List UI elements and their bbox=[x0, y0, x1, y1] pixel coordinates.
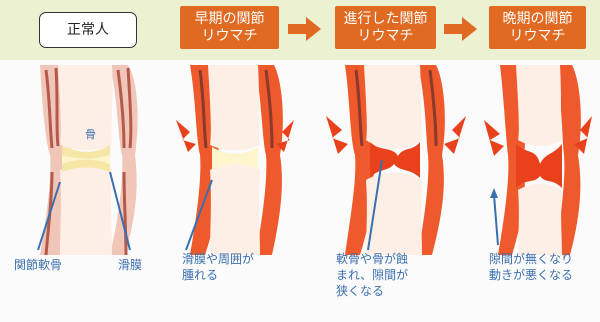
stage-early-line1: 早期の関節 bbox=[195, 11, 265, 28]
stage-late-line2: リウマチ bbox=[510, 28, 566, 45]
right-arrow-icon bbox=[288, 16, 322, 42]
stage-early-line2: リウマチ bbox=[202, 28, 258, 45]
cartilage-label: 関節軟骨 bbox=[14, 257, 62, 273]
lost-gap-label-line1: 隙間が無くなり bbox=[489, 251, 573, 267]
erosion-label-line1: 軟骨や骨が蝕 bbox=[336, 251, 408, 267]
stage-normal: 正常人 bbox=[39, 12, 137, 48]
swelling-label-line2: 腫れる bbox=[182, 267, 254, 283]
stage-late: 晩期の関節 リウマチ bbox=[489, 6, 586, 49]
stage-late-line1: 晩期の関節 bbox=[503, 11, 573, 28]
normal-joint bbox=[38, 65, 138, 255]
synovium-label: 滑膜 bbox=[118, 257, 142, 273]
stage-progressive: 進行した関節 リウマチ bbox=[335, 6, 436, 49]
stage-progressive-line1: 進行した関節 bbox=[344, 11, 428, 28]
early-ra-joint bbox=[176, 65, 294, 255]
right-arrow-icon bbox=[444, 16, 478, 42]
bone-label: 骨 bbox=[85, 126, 96, 142]
stage-normal-label: 正常人 bbox=[67, 22, 109, 39]
swelling-label: 滑膜や周囲が 腫れる bbox=[182, 251, 254, 283]
progressive-ra-joint bbox=[326, 65, 466, 255]
stage-early: 早期の関節 リウマチ bbox=[180, 6, 279, 49]
stage-progressive-line2: リウマチ bbox=[358, 28, 414, 45]
erosion-label-line3: 狭くなる bbox=[336, 283, 408, 299]
lost-gap-label: 隙間が無くなり 動きが悪くなる bbox=[489, 251, 573, 283]
erosion-label: 軟骨や骨が蝕 まれ、隙間が 狭くなる bbox=[336, 251, 408, 299]
late-ra-joint bbox=[484, 65, 592, 255]
swelling-label-line1: 滑膜や周囲が bbox=[182, 251, 254, 267]
erosion-label-line2: まれ、隙間が bbox=[336, 267, 408, 283]
joint-illustrations bbox=[0, 60, 600, 260]
lost-gap-label-line2: 動きが悪くなる bbox=[489, 267, 573, 283]
